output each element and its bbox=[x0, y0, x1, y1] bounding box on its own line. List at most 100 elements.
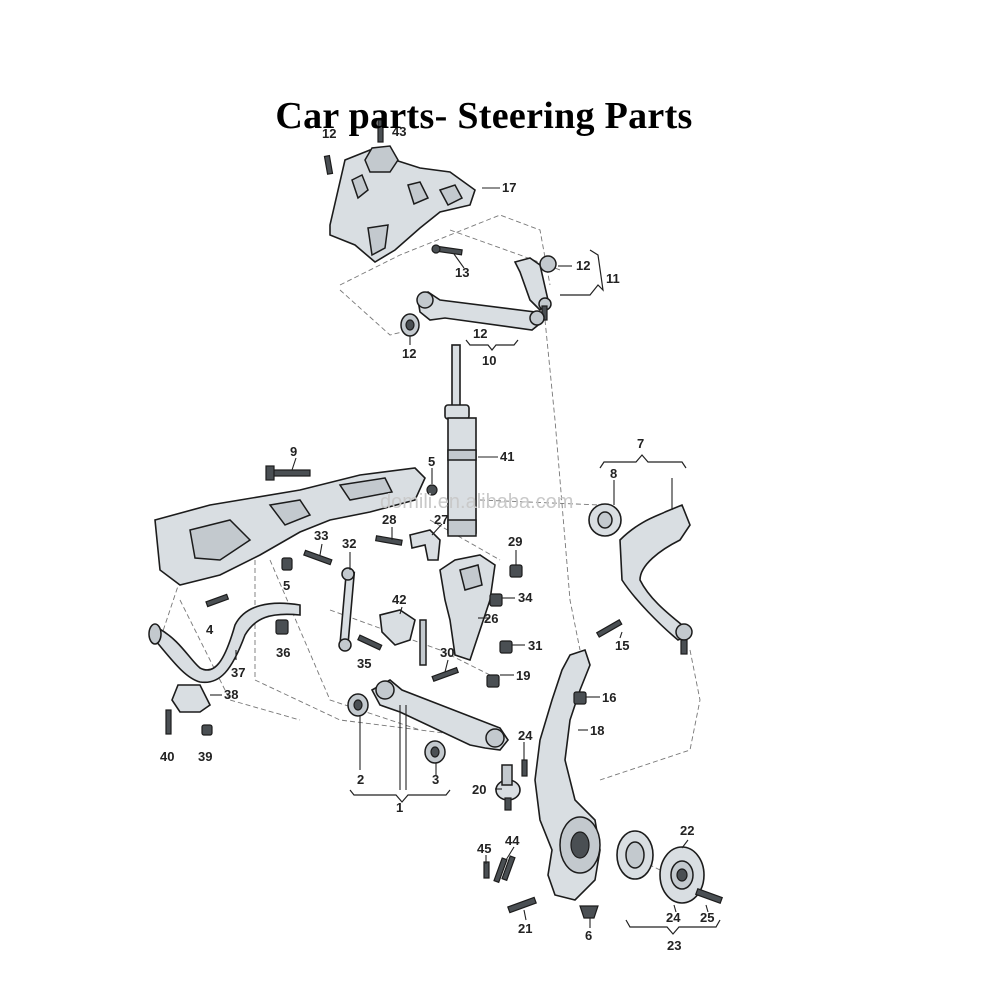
callout-label: 44 bbox=[505, 833, 520, 848]
lower-control-arm-1 bbox=[370, 679, 509, 751]
nut-34 bbox=[489, 593, 503, 607]
callout-label: 2 bbox=[357, 772, 364, 787]
callout-label: 41 bbox=[500, 449, 514, 464]
bolt-4 bbox=[205, 593, 230, 608]
bushing-2 bbox=[347, 693, 369, 717]
wheel-bearing-22 bbox=[616, 830, 654, 880]
clamp-38 bbox=[171, 684, 212, 713]
callout-label: 43 bbox=[392, 124, 406, 139]
callout-label: 8 bbox=[610, 466, 617, 481]
bushing-3 bbox=[424, 740, 446, 764]
bolt-45 bbox=[483, 861, 490, 879]
callout-label: 45 bbox=[477, 841, 491, 856]
callout-label: 10 bbox=[482, 353, 496, 368]
callout-label: 42 bbox=[392, 592, 406, 607]
callout-label: 12 bbox=[402, 346, 416, 361]
callout-label: 12 bbox=[473, 326, 487, 341]
callout-label: 17 bbox=[502, 180, 516, 195]
callout-label: 28 bbox=[382, 512, 396, 527]
sensor-42 bbox=[379, 609, 427, 666]
bolt-33 bbox=[303, 549, 333, 566]
ball-joint-20 bbox=[495, 764, 521, 811]
callout-label: 33 bbox=[314, 528, 328, 543]
callout-label: 6 bbox=[585, 928, 592, 943]
bolt-13 bbox=[431, 244, 463, 256]
bushing-8 bbox=[588, 503, 622, 537]
control-arm-7 bbox=[619, 503, 693, 655]
callout-label: 12 bbox=[322, 126, 336, 141]
callout-label: 24 bbox=[518, 728, 533, 743]
callout-label: 1 bbox=[396, 800, 403, 815]
upper-wishbone-10 bbox=[416, 291, 545, 331]
bushing-12-left bbox=[400, 313, 420, 337]
bolt-40 bbox=[165, 709, 172, 735]
callout-label: 37 bbox=[231, 665, 245, 680]
callout-label: 23 bbox=[667, 938, 681, 953]
nut-5-lower bbox=[281, 557, 293, 571]
callout-label: 29 bbox=[508, 534, 522, 549]
bolt-25 bbox=[694, 887, 724, 905]
wheel-knuckle-18 bbox=[534, 648, 601, 901]
callout-label: 39 bbox=[198, 749, 212, 764]
stabilizer-bar-37 bbox=[148, 602, 301, 684]
nut-6 bbox=[579, 905, 599, 919]
callout-label: 5 bbox=[428, 454, 435, 469]
callout-label: 9 bbox=[290, 444, 297, 459]
callout-label: 12 bbox=[576, 258, 590, 273]
callout-label: 36 bbox=[276, 645, 290, 660]
callout-label: 26 bbox=[484, 611, 498, 626]
callout-label: 21 bbox=[518, 921, 532, 936]
bolts-top bbox=[323, 119, 384, 175]
subframe bbox=[154, 467, 426, 586]
bolt-21 bbox=[507, 896, 537, 914]
callout-label: 25 bbox=[700, 910, 714, 925]
callout-label: 35 bbox=[357, 656, 371, 671]
pivot-bracket-26 bbox=[439, 554, 496, 662]
callout-label: 15 bbox=[615, 638, 629, 653]
callout-label: 40 bbox=[160, 749, 174, 764]
bolt-30 bbox=[431, 666, 460, 683]
shock-absorber-41 bbox=[444, 344, 477, 537]
callout-label: 31 bbox=[528, 638, 542, 653]
bolt-24-upper bbox=[521, 759, 528, 777]
bolt-9 bbox=[265, 465, 311, 481]
callout-label: 7 bbox=[637, 436, 644, 451]
callout-label: 27 bbox=[434, 512, 448, 527]
nut-16 bbox=[573, 691, 587, 705]
bolt-35 bbox=[357, 634, 383, 651]
callout-label: 38 bbox=[224, 687, 238, 702]
bolt-44 bbox=[493, 855, 516, 884]
page-title: Car parts- Steering Parts bbox=[275, 95, 693, 137]
callout-label: 30 bbox=[440, 645, 454, 660]
nut-39 bbox=[201, 724, 213, 736]
callout-label: 13 bbox=[455, 265, 469, 280]
callout-label: 24 bbox=[666, 910, 681, 925]
callout-label: 34 bbox=[518, 590, 533, 605]
callout-label: 4 bbox=[206, 622, 214, 637]
upper-link-11 bbox=[513, 255, 557, 321]
nut-29 bbox=[509, 564, 523, 578]
braces bbox=[349, 249, 721, 935]
nut-5-upper bbox=[426, 484, 438, 496]
stabilizer-link-32 bbox=[338, 567, 356, 652]
callout-label: 20 bbox=[472, 782, 486, 797]
watermark-text: domili.en.alibaba.com bbox=[380, 491, 573, 513]
callout-label: 18 bbox=[590, 723, 604, 738]
bolt-28 bbox=[374, 535, 403, 546]
nut-19 bbox=[486, 674, 500, 688]
callout-label: 11 bbox=[606, 271, 620, 286]
nut-36 bbox=[275, 619, 289, 635]
bracket-27 bbox=[409, 529, 441, 561]
wheel-hub-23 bbox=[659, 846, 705, 904]
callout-label: 19 bbox=[516, 668, 530, 683]
callout-label: 32 bbox=[342, 536, 356, 551]
callout-labels: 1 2 3 4 5 5 6 7 8 9 10 11 12 12 12 12 13… bbox=[160, 124, 714, 953]
callout-label: 16 bbox=[602, 690, 616, 705]
leader-lines bbox=[210, 187, 709, 928]
callout-label: 22 bbox=[680, 823, 694, 838]
nut-31 bbox=[499, 640, 513, 654]
bolt-15 bbox=[595, 618, 623, 638]
callout-label: 5 bbox=[283, 578, 290, 593]
callout-label: 3 bbox=[432, 772, 439, 787]
